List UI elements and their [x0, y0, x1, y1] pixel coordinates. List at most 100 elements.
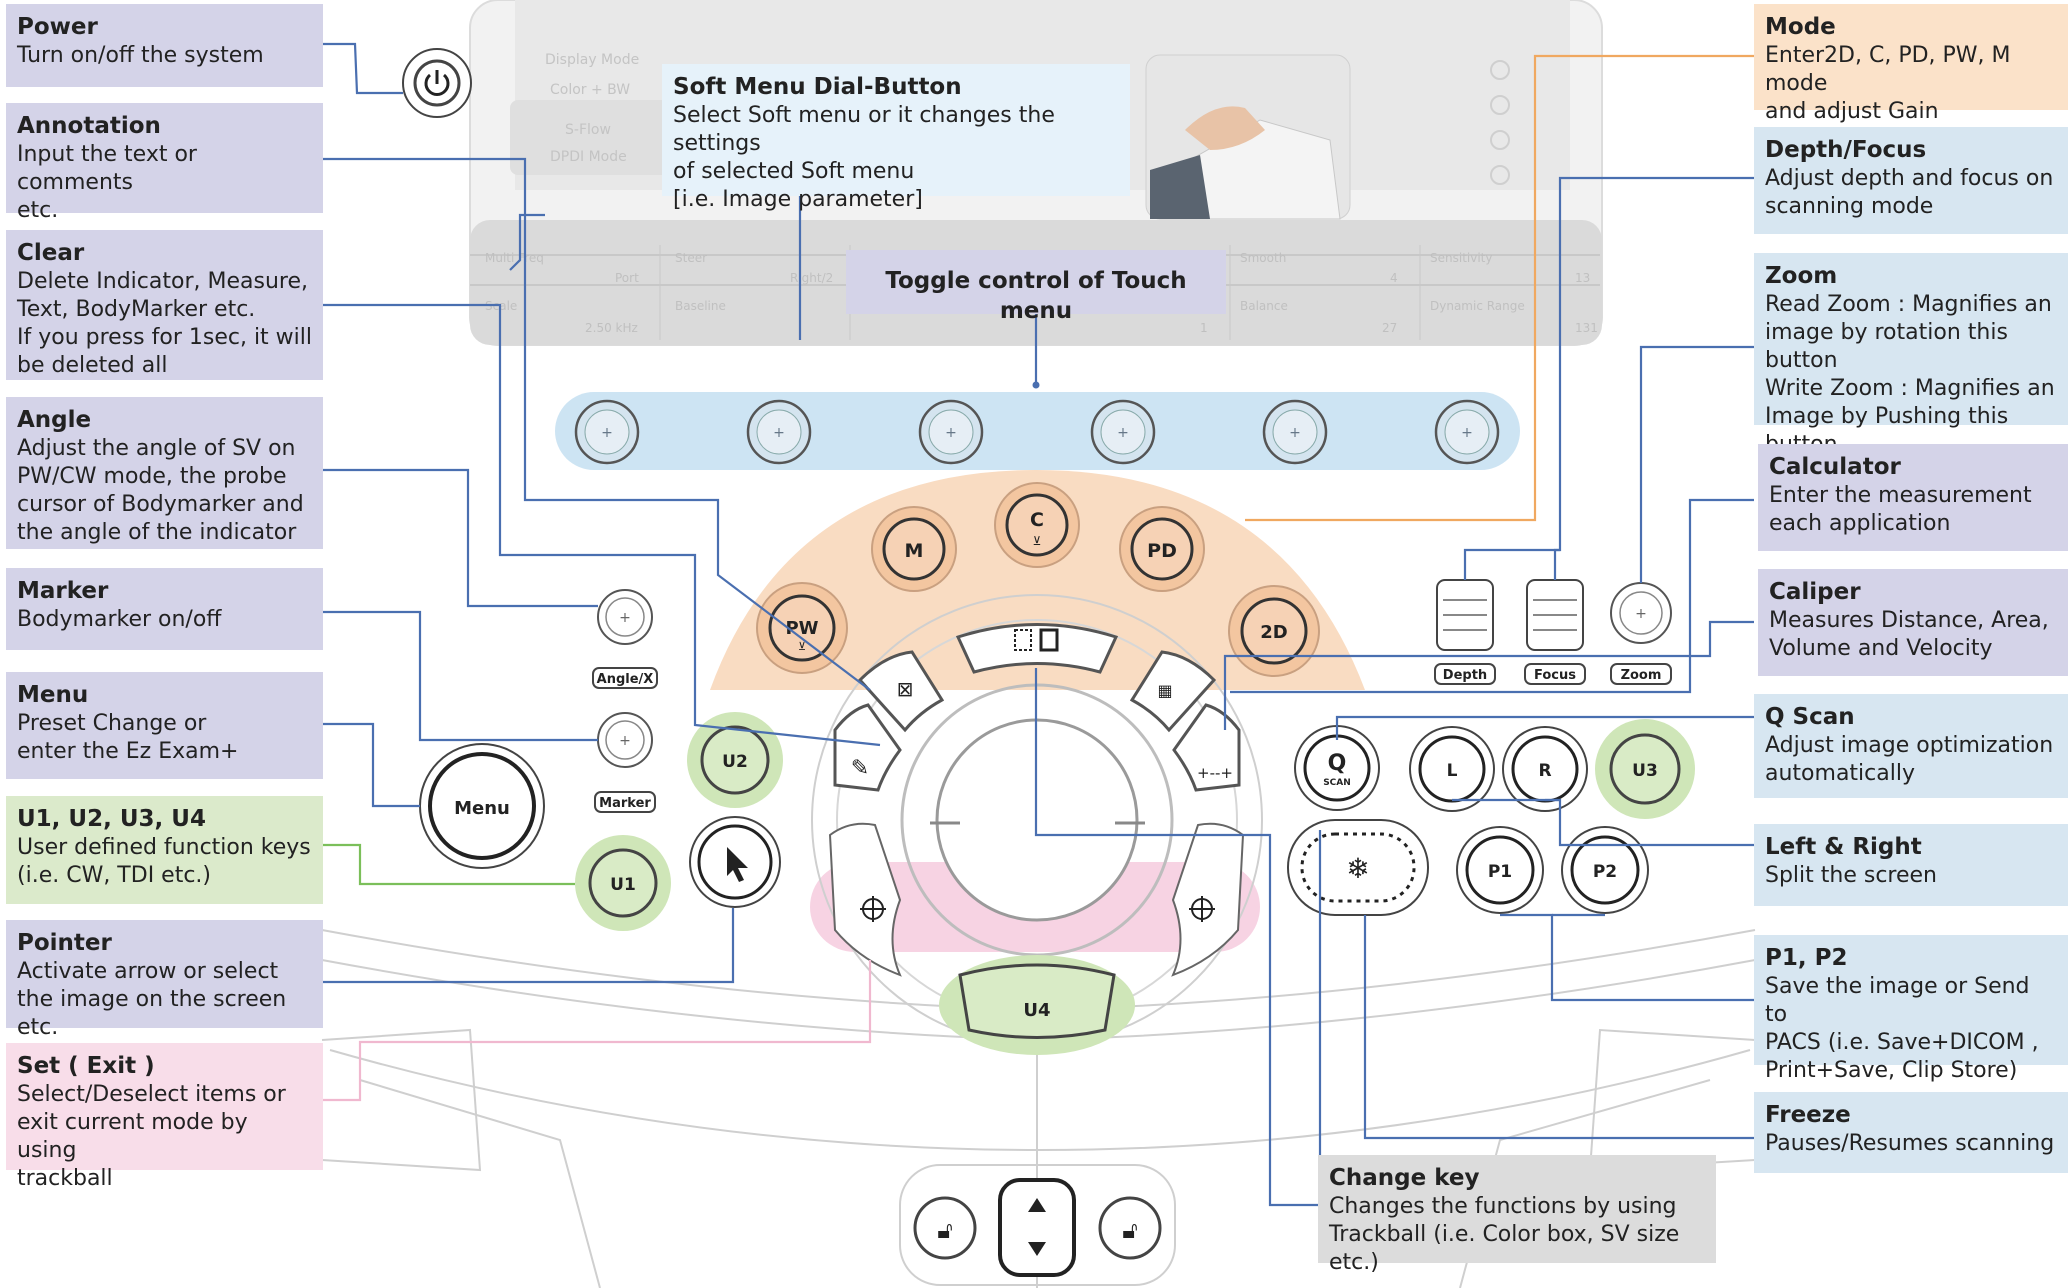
zoom-knob[interactable]: +: [1610, 582, 1672, 644]
right-button[interactable]: R: [1502, 726, 1588, 812]
caliper-button[interactable]: [1172, 703, 1241, 792]
mode-pw-label: PW: [785, 618, 818, 639]
label-depthfocus-title: Depth/Focus: [1765, 137, 1927, 163]
label-set-title: Set ( Exit ): [17, 1053, 155, 1079]
label-leftright-desc: Split the screen: [1765, 863, 1938, 888]
annotation-icon: ⊠: [897, 677, 914, 701]
dial-4[interactable]: +: [1090, 399, 1156, 465]
label-qscan-title: Q Scan: [1765, 704, 1855, 730]
crosshair-icon: [860, 896, 1215, 922]
label-changekey-desc: Changes the functions by using Trackball…: [1329, 1194, 1680, 1275]
pointer-button[interactable]: [689, 816, 781, 908]
freeze-button[interactable]: ❄: [1287, 819, 1429, 916]
mode-c-button[interactable]: C ⊻: [994, 482, 1080, 568]
clear-button[interactable]: [833, 703, 902, 792]
svg-text:⊻: ⊻: [798, 640, 806, 653]
qscan-button[interactable]: Q SCAN: [1294, 725, 1380, 811]
label-depthfocus: Depth/Focus Adjust depth and focus on sc…: [1754, 127, 2068, 234]
label-zoom: Zoom Read Zoom : Magnifies an image by r…: [1754, 253, 2068, 457]
angle-knob[interactable]: +: [597, 589, 653, 645]
p2-label: P2: [1593, 862, 1617, 882]
power-button[interactable]: [402, 48, 472, 118]
dial-6[interactable]: +: [1434, 399, 1500, 465]
label-p1p2-title: P1, P2: [1765, 945, 1848, 971]
label-qscan: Q Scan Adjust image optimization automat…: [1754, 694, 2068, 798]
dial-3[interactable]: +: [918, 399, 984, 465]
label-caliper-title: Caliper: [1769, 579, 1861, 605]
label-calculator-title: Calculator: [1769, 454, 1901, 480]
up-down-button[interactable]: [998, 1178, 1076, 1277]
label-power: Power Turn on/off the system: [6, 4, 323, 87]
label-toggle-title: Toggle control of Touch menu: [885, 268, 1187, 324]
depth-small-label: Depth: [1443, 668, 1487, 683]
label-calculator: Calculator Enter the measurement each ap…: [1758, 444, 2068, 551]
svg-text:+: +: [619, 610, 631, 626]
left-label: L: [1447, 761, 1458, 781]
menu-button[interactable]: Menu: [419, 743, 545, 869]
annotation-button[interactable]: [857, 650, 945, 733]
svg-text:+: +: [1461, 425, 1473, 441]
angle-small-label: Angle/X: [597, 672, 654, 687]
eraser-icon: ✎: [851, 756, 869, 781]
screen-dynamic-range: Dynamic Range: [1430, 299, 1525, 313]
mode-m-button[interactable]: M: [871, 506, 957, 592]
p1-button[interactable]: P1: [1456, 826, 1544, 914]
hand-photo: [1145, 54, 1351, 220]
marker-knob[interactable]: +: [597, 712, 653, 768]
set-left-button[interactable]: [828, 822, 902, 977]
u3-button[interactable]: U3: [1595, 719, 1695, 819]
label-set: Set ( Exit ) Select/Deselect items or ex…: [6, 1043, 323, 1191]
screen-baseline: Baseline: [675, 299, 726, 313]
change-key-button[interactable]: [955, 623, 1119, 674]
mode-pw-button[interactable]: PW ⊻: [756, 582, 848, 674]
focus-slider[interactable]: [1526, 579, 1584, 651]
mode-2d-label: 2D: [1260, 622, 1287, 643]
mode-2d-button[interactable]: 2D: [1228, 585, 1320, 677]
u1-button[interactable]: U1: [575, 835, 671, 931]
dial-2[interactable]: +: [746, 399, 812, 465]
label-annotation-desc: Input the text or comments etc.: [17, 142, 197, 223]
label-menu: Menu Preset Change or enter the Ez Exam+: [6, 672, 323, 779]
dial-5[interactable]: +: [1262, 399, 1328, 465]
label-marker-desc: Bodymarker on/off: [17, 607, 222, 632]
p2-button[interactable]: P2: [1561, 826, 1649, 914]
lock-right-button[interactable]: 🔓︎: [1098, 1196, 1162, 1260]
u4-button[interactable]: U4: [939, 955, 1135, 1055]
svg-text:+: +: [601, 425, 613, 441]
left-button[interactable]: L: [1409, 726, 1495, 812]
label-mode-title: Mode: [1765, 14, 1836, 40]
label-angle-desc: Adjust the angle of SV on PW/CW mode, th…: [17, 436, 304, 545]
mode-pd-button[interactable]: PD: [1119, 506, 1205, 592]
screen-scale: Scale: [485, 299, 517, 313]
label-softmenu-title: Soft Menu Dial-Button: [673, 74, 962, 100]
trackball-area: ⊠ ✎ ▦ +--+: [811, 594, 1263, 1046]
u2-button[interactable]: U2: [687, 712, 783, 808]
label-zoom-title: Zoom: [1765, 263, 1838, 289]
label-power-title: Power: [17, 14, 98, 40]
label-ukeys-desc: User defined function keys (i.e. CW, TDI…: [17, 835, 311, 888]
screen-val4: 4: [1390, 271, 1398, 285]
label-angle-title: Angle: [17, 407, 92, 433]
u4-label: U4: [1023, 1000, 1050, 1021]
dial-1[interactable]: +: [574, 399, 640, 465]
depth-slider[interactable]: [1436, 579, 1494, 651]
qscan-q-label: Q: [1328, 751, 1347, 776]
label-angle: Angle Adjust the angle of SV on PW/CW mo…: [6, 397, 323, 549]
lock-left-button[interactable]: 🔓︎: [913, 1196, 977, 1260]
label-pointer: Pointer Activate arrow or select the ima…: [6, 920, 323, 1040]
up-down-arrow-icon: [1028, 1198, 1046, 1212]
label-ukeys-title: U1, U2, U3, U4: [17, 806, 206, 832]
dial-zone: [555, 392, 1520, 470]
label-qscan-desc: Adjust image optimization automatically: [1765, 733, 2054, 786]
screen-val13: 13: [1575, 271, 1590, 285]
label-pointer-desc: Activate arrow or select the image on th…: [17, 959, 287, 1040]
label-softmenu: Soft Menu Dial-Button Select Soft menu o…: [662, 64, 1130, 212]
label-pointer-title: Pointer: [17, 930, 112, 956]
label-clear: Clear Delete Indicator, Measure, Text, B…: [6, 230, 323, 380]
mode-zone: [710, 470, 1365, 690]
calculator-button[interactable]: [1129, 650, 1217, 733]
set-right-button[interactable]: [1171, 822, 1245, 977]
screen-color-bw: Color + BW: [550, 82, 630, 98]
screen-sensitivity: Sensitivity: [1430, 251, 1492, 265]
screen-val131: 131: [1575, 321, 1598, 335]
